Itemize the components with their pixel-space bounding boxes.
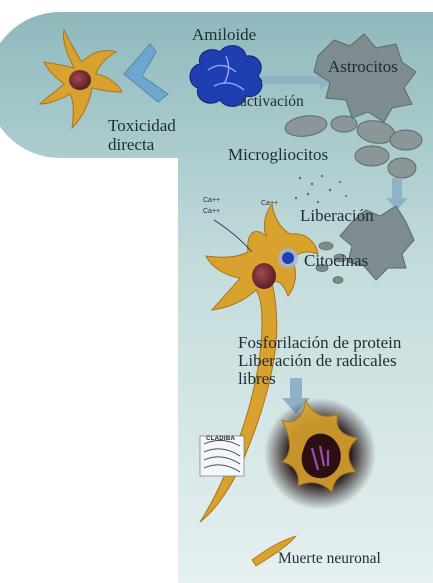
cladiba-logo [200, 436, 244, 476]
label-toxicidad-line2: directa [108, 136, 154, 154]
label-citocinas: Citocinas [304, 252, 368, 270]
label-toxicidad-line1: Toxicidad [108, 117, 176, 135]
label-amiloide: Amiloide [192, 26, 256, 44]
label-libres: libres [238, 370, 276, 388]
label-activacion: activación [240, 94, 304, 110]
label-liberacion-radicales: Liberación de radicales [238, 352, 397, 370]
label-muerte-neuronal: Muerte neuronal [278, 551, 381, 567]
label-microgliocitos: Microgliocitos [228, 146, 328, 164]
label-fosforilacion: Fosforilación de protein [238, 334, 401, 352]
label-ca-3: Ca++ [261, 200, 278, 207]
cladiba-logo-text: CLADIBA [206, 436, 235, 442]
label-astrocitos: Astrocitos [328, 58, 398, 76]
label-ca-1: Ca++ [203, 197, 220, 204]
label-ca-2: Ca++ [203, 208, 220, 215]
label-liberacion: Liberación [300, 207, 374, 225]
